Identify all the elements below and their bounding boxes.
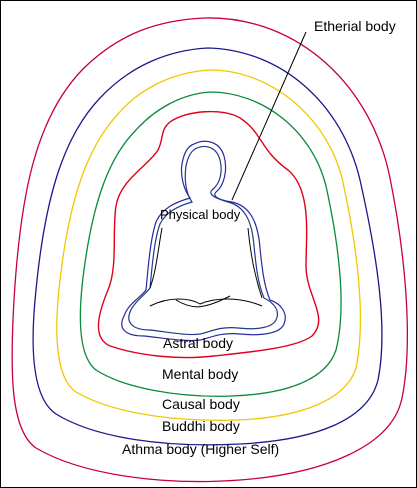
label-etherial-body: Etherial body <box>314 18 396 34</box>
right-arm-line <box>247 227 263 299</box>
label-athma-body: Athma body (Higher Self) <box>122 441 279 457</box>
body-detail-lines <box>149 227 263 308</box>
left-arm-line <box>149 227 163 289</box>
physical-body-outline <box>128 145 279 336</box>
etherial-body-outline <box>121 140 286 342</box>
label-physical-body: Physical body <box>160 207 241 222</box>
athma-body-outline <box>11 17 408 483</box>
etherial-pointer-line <box>231 31 307 201</box>
causal-body-outline <box>56 69 362 421</box>
legs-line <box>149 298 263 307</box>
mental-body-outline <box>79 91 342 397</box>
astral-body-outline <box>97 110 320 359</box>
hands-line <box>175 295 231 308</box>
label-buddhi-body: Buddhi body <box>162 418 240 434</box>
label-mental-body: Mental body <box>162 366 238 382</box>
buddhi-body-outline <box>32 47 383 446</box>
label-causal-body: Causal body <box>162 396 240 412</box>
label-astral-body: Astral body <box>163 335 233 351</box>
